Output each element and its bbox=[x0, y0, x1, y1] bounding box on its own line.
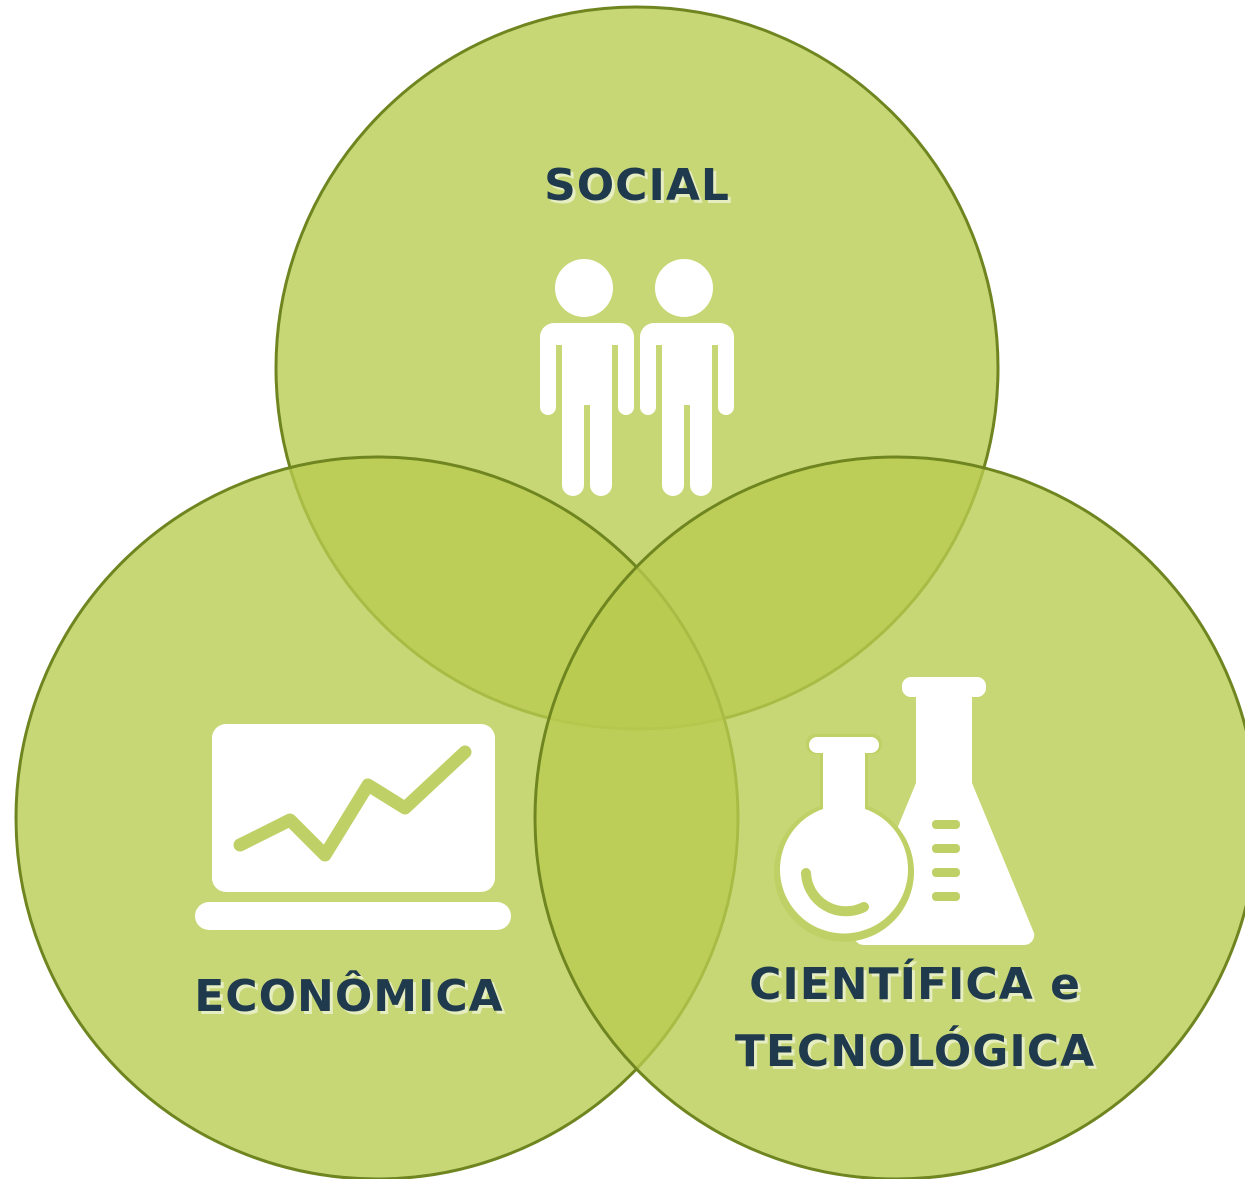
laptop-chart-icon bbox=[195, 724, 511, 930]
lab-flasks-icon bbox=[774, 677, 1035, 946]
label-cientifica: CIENTÍFICA e CIENTÍFICA e TECNOLÓGICA TE… bbox=[735, 957, 1098, 1080]
label-cientifica-line1: CIENTÍFICA e bbox=[749, 957, 1081, 1010]
label-economica: ECONÔMICA ECONÔMICA bbox=[194, 969, 506, 1025]
label-cientifica-line2-shadow: TECNOLÓGICA bbox=[738, 1027, 1098, 1080]
label-social: SOCIAL SOCIAL bbox=[544, 160, 733, 214]
circle-cientifica bbox=[533, 455, 1245, 1179]
label-social-shadow: SOCIAL bbox=[547, 163, 733, 214]
label-social-text: SOCIAL bbox=[544, 160, 730, 211]
label-economica-shadow: ECONÔMICA bbox=[197, 972, 506, 1025]
label-economica-text: ECONÔMICA bbox=[194, 969, 503, 1022]
people-icon bbox=[540, 259, 734, 496]
label-cientifica-line1-shadow: CIENTÍFICA e bbox=[752, 960, 1084, 1013]
label-cientifica-line2: TECNOLÓGICA bbox=[735, 1024, 1095, 1077]
